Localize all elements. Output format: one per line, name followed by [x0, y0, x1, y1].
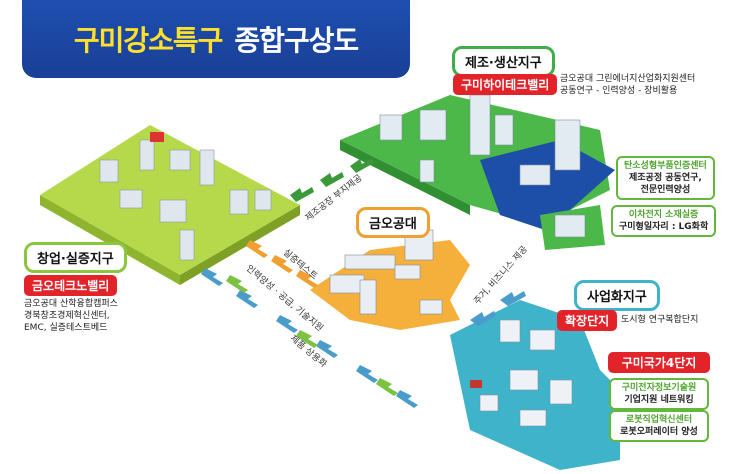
flow-arrows — [201, 158, 526, 408]
title-part1: 구미강소특구 — [73, 24, 224, 57]
commercial-zone-tag-desc: 도시형 연구복합단지 — [621, 315, 699, 325]
startup-buildings — [99, 139, 272, 261]
info-box-battery: 이차전지 소재실증 구미형일자리 : LG화학 — [611, 205, 717, 237]
box-head: 로봇직업혁신센터 — [625, 415, 693, 425]
box-head: 탄소성형부품인증센터 — [624, 161, 707, 171]
desc-line: EMC, 실증테스트베드 — [24, 323, 108, 333]
manufacturing-buildings — [379, 94, 586, 238]
manufacturing-zone-desc: 금오공대 그린에너지산업화지원센터 공동연구 - 인력양성 - 장비활용 — [560, 73, 695, 97]
box-body: 제조공정 공동연구, — [629, 173, 702, 183]
box-head: 구미전자정보기술원 — [621, 383, 697, 393]
desc-line: 경북창조경제혁신센터, — [24, 311, 110, 321]
box-body: 로봇오퍼레이터 양성 — [620, 427, 698, 437]
title-banner: 구미강소특구 종합구상도 — [22, 0, 410, 78]
info-box-electronics: 구미전자정보기술원 기업지원 네트워킹 — [609, 378, 709, 410]
box-head: 이차전지 소재실증 — [628, 210, 699, 220]
manufacturing-zone-tag: 구미하이테크밸리 — [453, 74, 558, 95]
box-body: 전문인력양성 — [640, 185, 691, 195]
commercial-buildings — [479, 319, 573, 427]
title-part2: 종합구상도 — [234, 24, 359, 57]
desc-line: 공동연구 - 인력양성 - 장비활용 — [560, 86, 678, 96]
startup-zone-label: 창업·실증지구 — [24, 242, 127, 273]
water-area — [480, 140, 615, 235]
box-body: 기업지원 네트워킹 — [624, 395, 694, 405]
info-box-carbon: 탄소성형부품인증센터 제조공정 공동연구, 전문인력양성 — [616, 156, 715, 200]
box-body: 구미형일자리 : LG화학 — [619, 222, 709, 232]
info-box-robot: 로봇직업혁신센터 로봇오퍼레이터 양성 — [609, 410, 709, 442]
startup-zone-desc: 금오공대 산학융합캠퍼스 경북창조경제혁신센터, EMC, 실증테스트베드 — [24, 298, 118, 334]
commercial-zone-label: 사업화지구 — [574, 280, 660, 311]
commercial-zone-tag: 확장단지 — [557, 310, 618, 331]
startup-zone-tag: 금오테크노밸리 — [24, 275, 118, 296]
desc-line: 금오공대 그린에너지산업화지원센터 — [560, 74, 696, 84]
university-label: 금오공대 — [356, 207, 430, 238]
desc-line: 금오공대 산학융합캠퍼스 — [24, 299, 118, 309]
manufacturing-zone-label: 제조·생산지구 — [452, 46, 555, 77]
commercial-zone-tag2: 구미국가4단지 — [608, 352, 710, 373]
